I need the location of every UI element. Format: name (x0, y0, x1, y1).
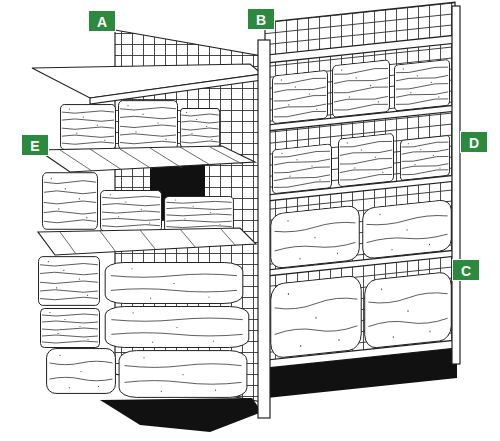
callout-letter: E (21, 134, 49, 156)
callout-letter: B (247, 8, 275, 30)
callout-letter: C (452, 259, 480, 281)
callout-letter: A (88, 10, 116, 32)
callout-letter: D (460, 131, 488, 153)
